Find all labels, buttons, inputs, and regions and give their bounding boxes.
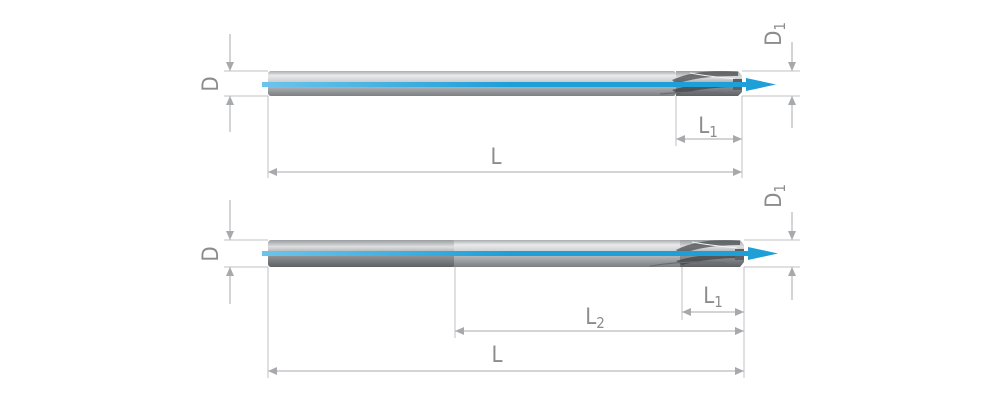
tool-2-label-L1: L1: [703, 284, 723, 311]
tool-1-dim-L: L: [267, 96, 743, 178]
tool-2-label-D: D: [199, 246, 224, 261]
tool-2-dim-D1: D1: [744, 184, 800, 300]
tool-1-dim-L1: L1: [675, 96, 743, 146]
tool-1-label-L: L: [490, 145, 501, 170]
tool-1-straight-shank: D D1 L1 L: [199, 22, 800, 178]
tool-1-label-D1: D1: [762, 22, 789, 46]
tool-2-label-L2: L2: [585, 305, 605, 332]
tool-2-coolant-channel: [262, 247, 778, 260]
tool-1-label-D: D: [199, 76, 224, 91]
tool-1-dim-D1: D1: [742, 22, 800, 128]
tool-2-dim-D: D: [199, 200, 268, 304]
tool-2-dim-L: L: [267, 267, 745, 378]
tool-2-dim-L2: L2: [454, 267, 745, 338]
tool-1-dim-D: D: [199, 34, 268, 132]
tool-2-label-D1: D1: [762, 184, 789, 208]
tool-2-label-L: L: [491, 343, 502, 368]
tool-2-stepped-shank: D D1 L1 L2: [199, 184, 800, 378]
tool-1-coolant-channel: [262, 78, 776, 91]
tool-1-label-L1: L1: [698, 114, 718, 141]
tool-2-dim-L1: L1: [681, 267, 745, 320]
